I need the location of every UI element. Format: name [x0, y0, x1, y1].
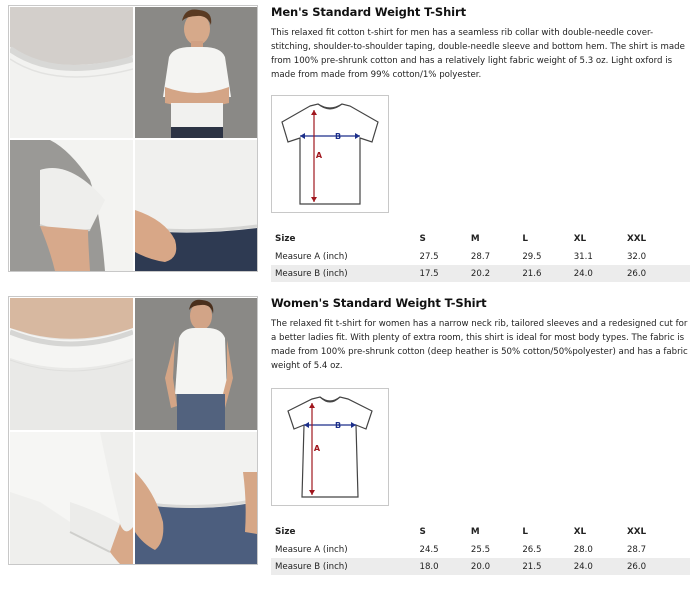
men-size-header-row: Size S M L XL XXL — [271, 230, 690, 248]
women-photo-model — [135, 298, 257, 430]
men-photo-collar — [10, 7, 133, 138]
men-photo-model — [135, 7, 257, 138]
women-size-header: S — [419, 527, 426, 537]
table-cell: 24.0 — [569, 265, 623, 282]
men-size-header: L — [522, 234, 528, 244]
table-cell: 31.1 — [573, 251, 593, 262]
women-size-header: XL — [573, 527, 587, 537]
men-size-header: M — [470, 234, 480, 244]
men-diagram-label-b: B — [335, 132, 341, 141]
men-product-description: This relaxed fit cotton t-shirt for men … — [271, 28, 685, 80]
women-size-table: Size S M L XL XXL Measure A (inch) 24.5 … — [271, 523, 690, 575]
table-cell: 26.0 — [622, 265, 690, 282]
table-cell: 25.5 — [470, 544, 491, 555]
table-cell: 21.6 — [518, 265, 570, 282]
table-cell: Measure B (inch) — [271, 558, 416, 575]
women-photo-grid — [8, 296, 258, 565]
table-cell: 27.5 — [419, 251, 439, 262]
women-photo-sleeve — [10, 432, 133, 564]
table-cell: 20.0 — [466, 558, 519, 575]
table-cell: Measure B (inch) — [271, 265, 416, 282]
table-cell: 32.0 — [626, 251, 647, 262]
table-cell: 20.2 — [466, 265, 519, 282]
table-cell: 26.0 — [622, 558, 690, 575]
table-cell: 29.5 — [522, 251, 542, 262]
table-cell: 18.0 — [415, 558, 467, 575]
women-size-header-row: Size S M L XL XXL — [271, 523, 690, 541]
women-size-header: M — [470, 527, 480, 537]
women-diagram-label-a: A — [314, 444, 321, 453]
table-cell: 28.7 — [470, 251, 491, 262]
table-cell: 21.5 — [518, 558, 570, 575]
women-diagram-label-b: B — [335, 421, 341, 430]
women-info: Women's Standard Weight T-Shirt The rela… — [271, 296, 691, 373]
table-cell: 26.5 — [522, 544, 542, 555]
men-size-row-b: Measure B (inch) 17.5 20.2 21.6 24.0 26.… — [271, 265, 690, 282]
men-size-header: XXL — [626, 234, 647, 244]
men-size-row-a: Measure A (inch) 27.5 28.7 29.5 31.1 32.… — [271, 248, 690, 265]
men-diagram-label-a: A — [316, 151, 323, 160]
women-product-title: Women's Standard Weight T-Shirt — [271, 296, 487, 310]
men-size-diagram: B A — [271, 95, 389, 213]
men-product-title: Men's Standard Weight T-Shirt — [271, 5, 466, 19]
women-size-diagram: B A — [271, 388, 389, 506]
women-size-header: XXL — [626, 527, 647, 537]
women-size-row-b: Measure B (inch) 18.0 20.0 21.5 24.0 26.… — [271, 558, 690, 575]
men-info: Men's Standard Weight T-Shirt This relax… — [271, 5, 691, 82]
men-size-header: Size — [275, 234, 296, 244]
men-photo-hem — [135, 140, 257, 271]
men-size-table: Size S M L XL XXL Measure A (inch) 27.5 … — [271, 230, 690, 282]
men-size-header: S — [419, 234, 426, 244]
table-cell: Measure A (inch) — [275, 544, 348, 555]
table-cell: 17.5 — [415, 265, 467, 282]
table-cell: 24.0 — [569, 558, 623, 575]
women-photo-hem — [135, 432, 257, 564]
women-size-row-a: Measure A (inch) 24.5 25.5 26.5 28.0 28.… — [271, 541, 690, 558]
men-photo-grid — [8, 5, 258, 272]
women-size-header: Size — [275, 527, 296, 537]
table-cell: Measure A (inch) — [275, 251, 348, 262]
table-cell: 24.5 — [419, 544, 439, 555]
men-photo-sleeve — [10, 140, 133, 271]
men-size-header: XL — [573, 234, 587, 244]
women-photo-collar — [10, 298, 133, 430]
table-cell: 28.7 — [626, 544, 647, 555]
women-size-header: L — [522, 527, 528, 537]
table-cell: 28.0 — [573, 544, 593, 555]
women-product-description: The relaxed fit t-shirt for women has a … — [271, 319, 688, 371]
